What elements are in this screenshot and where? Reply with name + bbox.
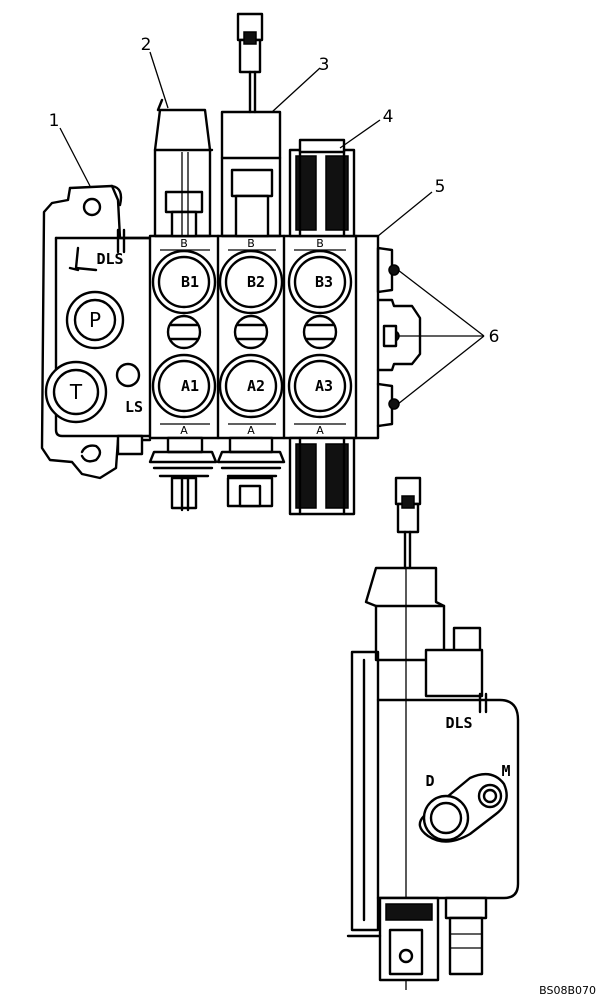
side-view: DLS D M: [346, 476, 520, 990]
section-3-ports: B3 A3: [287, 249, 353, 419]
side-port-dls-label: DLS: [445, 714, 472, 732]
bottom-fittings: [148, 436, 356, 516]
svg-text:A: A: [316, 424, 324, 437]
svg-text:A: A: [247, 424, 255, 437]
port-p: P: [65, 290, 125, 350]
inlet-section: P T LS DLS: [40, 184, 152, 480]
solenoid-2: [153, 98, 214, 238]
svg-text:A: A: [180, 424, 188, 437]
port-b2-label: B2: [247, 273, 265, 291]
port-a2-label: A2: [247, 377, 265, 395]
callout-2: 2: [141, 35, 152, 55]
port-ls: LS: [115, 362, 143, 416]
port-t: T: [44, 360, 108, 424]
port-a1-label: A1: [181, 377, 199, 395]
coil-4-top: [288, 138, 356, 238]
drawing-code: BS08B070: [539, 984, 596, 997]
front-view: P T LS DLS: [40, 12, 500, 516]
svg-text:B: B: [180, 237, 188, 250]
callout-5: 5: [435, 177, 446, 197]
end-section: [376, 246, 422, 428]
port-p-label: P: [89, 308, 101, 332]
port-m-label: M: [501, 762, 510, 780]
port-b3-label: B3: [315, 273, 333, 291]
port-d-label: D: [425, 772, 434, 790]
svg-text:B: B: [316, 237, 324, 250]
section-1-ports: B1 A1: [151, 249, 217, 419]
callout-6: 6: [489, 327, 500, 347]
port-ls-label: LS: [125, 398, 143, 416]
port-dls-label: DLS: [96, 250, 123, 268]
section-2-ports: B2 A2: [218, 249, 284, 419]
port-b1-label: B1: [181, 273, 199, 291]
svg-text:B: B: [247, 237, 255, 250]
callout-1: 1: [49, 111, 60, 131]
leader-lines: [59, 51, 485, 405]
port-a3-label: A3: [315, 377, 333, 395]
callout-3: 3: [319, 55, 330, 75]
port-t-label: T: [69, 380, 83, 404]
solenoid-3: [220, 12, 282, 238]
callout-4: 4: [383, 107, 394, 127]
